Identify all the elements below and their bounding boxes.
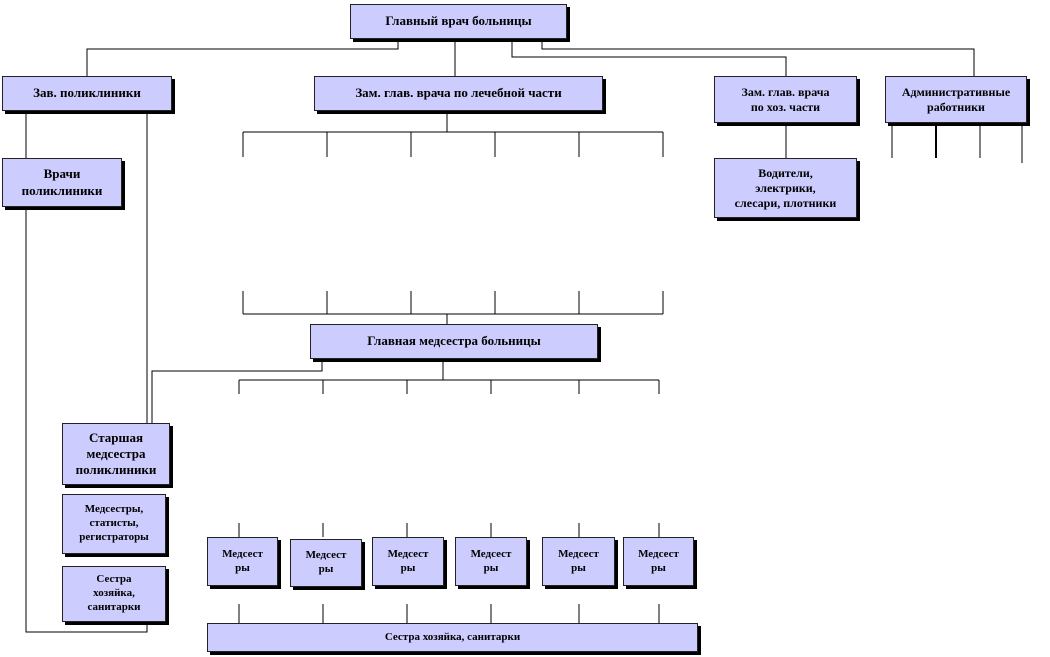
connector-chief-to-head-polyclinic — [86, 39, 399, 76]
deputy-economic-box: Зам. глав. врача по хоз. части — [714, 76, 857, 123]
administrative-box: Административные работники — [885, 76, 1027, 123]
drivers-box: Водители, электрики, слесари, плотники — [714, 158, 857, 218]
connector-chief-to-deputy-economic — [511, 39, 787, 76]
head-polyclinic-box: Зав. поликлиники — [2, 76, 172, 111]
nurses-box: Медсест ры — [372, 537, 444, 586]
deputy-medical-box: Зам. глав. врача по лечебной части — [314, 76, 603, 111]
polyclinic-doctors-box: Врачи поликлиники — [2, 158, 122, 207]
housekeeper-polyclinic-box: Сестра хозяйка, санитарки — [62, 566, 166, 622]
chief-doctor-box: Главный врач больницы — [350, 4, 567, 39]
nurses-box: Медсест ры — [623, 537, 694, 586]
nurses-box: Медсест ры — [290, 539, 362, 587]
nurses-box: Медсест ры — [207, 537, 278, 586]
senior-nurse-polyclinic-box: Старшая медсестра поликлиники — [62, 423, 170, 485]
nurses-statistics-box: Медсестры, статисты, регистраторы — [62, 494, 166, 554]
connector-polyclinic-loop — [25, 207, 148, 633]
connector-chief-to-administrative — [541, 39, 975, 76]
nurses-box: Медсест ры — [455, 537, 527, 586]
housekeeper-hospital-box: Сестра хозяйка, санитарки — [207, 623, 698, 652]
connector-head-nurse-to-senior — [151, 359, 323, 423]
nurses-box: Медсест ры — [542, 537, 615, 586]
head-nurse-box: Главная медсестра больницы — [310, 324, 598, 359]
